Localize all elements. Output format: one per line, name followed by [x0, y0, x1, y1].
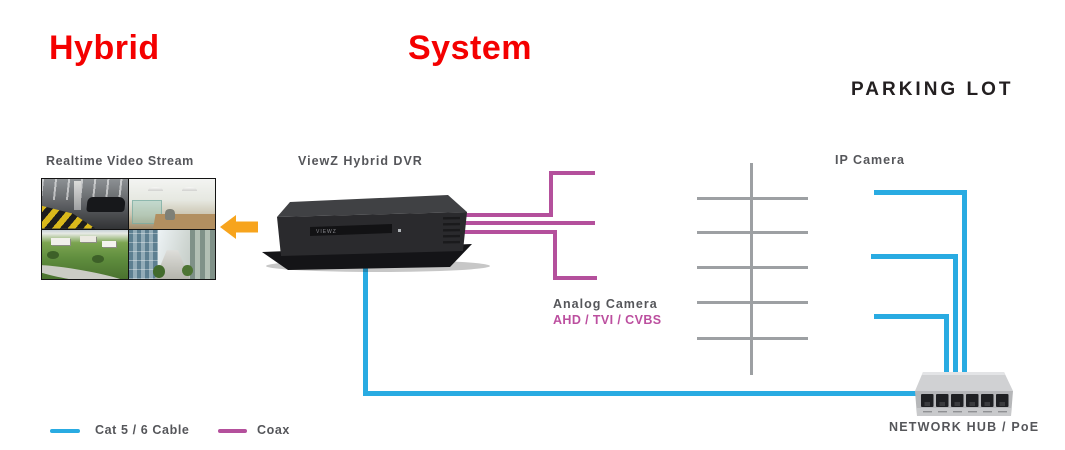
- cat5-ipcam-3: [874, 314, 949, 319]
- coax-cables: [463, 171, 597, 280]
- cat5-ipcam-2: [871, 254, 958, 259]
- office-lamp: [147, 186, 163, 192]
- legend-coax-label: Coax: [257, 423, 290, 437]
- cat5-ipcam-1: [874, 190, 967, 195]
- aerial-house: [79, 236, 97, 242]
- network-hub-label: NETWORK HUB / PoE: [889, 420, 1040, 434]
- coax-branch-bottom: [463, 230, 557, 234]
- garage-pillar: [73, 180, 81, 210]
- dvr-vents: [442, 216, 461, 244]
- coax-branch-top: [463, 213, 553, 217]
- network-hub-device: [915, 372, 1013, 416]
- stream-arrow-icon: [220, 215, 258, 239]
- street-row: [697, 231, 808, 234]
- coax-branch-top: [549, 171, 553, 217]
- office-chair: [165, 208, 176, 220]
- aerial-tree: [91, 255, 104, 264]
- cat5-dvr-to-hub: [363, 391, 920, 396]
- exterior-building-left: [129, 229, 159, 279]
- camera-feed-aerial-neighborhood: [42, 229, 128, 279]
- analog-formats-label: AHD / TVI / CVBS: [553, 313, 662, 327]
- street-row: [697, 266, 808, 269]
- dvr-front-logo: VIEWZ: [316, 229, 337, 235]
- cat5-dvr-drop: [363, 258, 368, 396]
- video-stream-label: Realtime Video Stream: [46, 154, 194, 168]
- coax-branch-middle: [463, 221, 595, 225]
- office-desk: [153, 213, 215, 229]
- hub-ports: [921, 394, 1009, 407]
- coax-branch-bottom: [553, 276, 597, 280]
- camera-feed-building-exterior: [129, 229, 215, 279]
- realtime-video-wall: [41, 178, 216, 280]
- dvr-front-slot: [310, 224, 392, 236]
- street-grid: [697, 163, 808, 375]
- street-row: [697, 197, 808, 200]
- legend-cat5-swatch: [50, 429, 80, 433]
- cat5-ipcam-2: [953, 254, 958, 375]
- analog-camera-label: Analog Camera: [553, 297, 658, 311]
- dvr-label: ViewZ Hybrid DVR: [298, 154, 423, 168]
- hub-port-labels: [923, 411, 1007, 413]
- office-lamp: [182, 186, 197, 192]
- dvr-front: [277, 212, 467, 256]
- camera-feed-parking-garage: [42, 179, 128, 229]
- garage-ceiling: [42, 179, 128, 200]
- dvr-device: VIEWZ: [262, 195, 490, 272]
- dvr-led: [398, 229, 401, 232]
- coax-branch-bottom: [553, 230, 557, 280]
- title-hybrid: Hybrid: [49, 29, 160, 67]
- zone-label-parking-lot: PARKING LOT: [851, 79, 1014, 100]
- exterior-tree: [153, 265, 166, 279]
- ip-camera-label: IP Camera: [835, 153, 905, 167]
- hub-top-highlight: [922, 372, 1005, 375]
- exterior-building-right: [190, 229, 215, 279]
- exterior-tree: [182, 265, 193, 277]
- dvr-top: [277, 195, 467, 217]
- coax-branch-top: [549, 171, 595, 175]
- legend-coax-swatch: [218, 429, 247, 433]
- garage-suv: [85, 196, 126, 212]
- aerial-house: [102, 241, 116, 247]
- legend-cat5-label: Cat 5 / 6 Cable: [95, 423, 190, 437]
- camera-feed-office-interior: [129, 179, 215, 229]
- cat5-ipcam-3: [944, 314, 949, 375]
- aerial-tree: [47, 251, 60, 260]
- street-row: [697, 337, 808, 340]
- aerial-road: [42, 262, 128, 279]
- cat5-ipcam-1: [962, 190, 967, 375]
- street-row: [697, 301, 808, 304]
- title-system: System: [408, 29, 532, 67]
- cat5-cables: [363, 190, 967, 396]
- hub-front-strip: [917, 408, 1011, 416]
- aerial-house: [50, 238, 70, 245]
- hub-top: [915, 372, 1013, 391]
